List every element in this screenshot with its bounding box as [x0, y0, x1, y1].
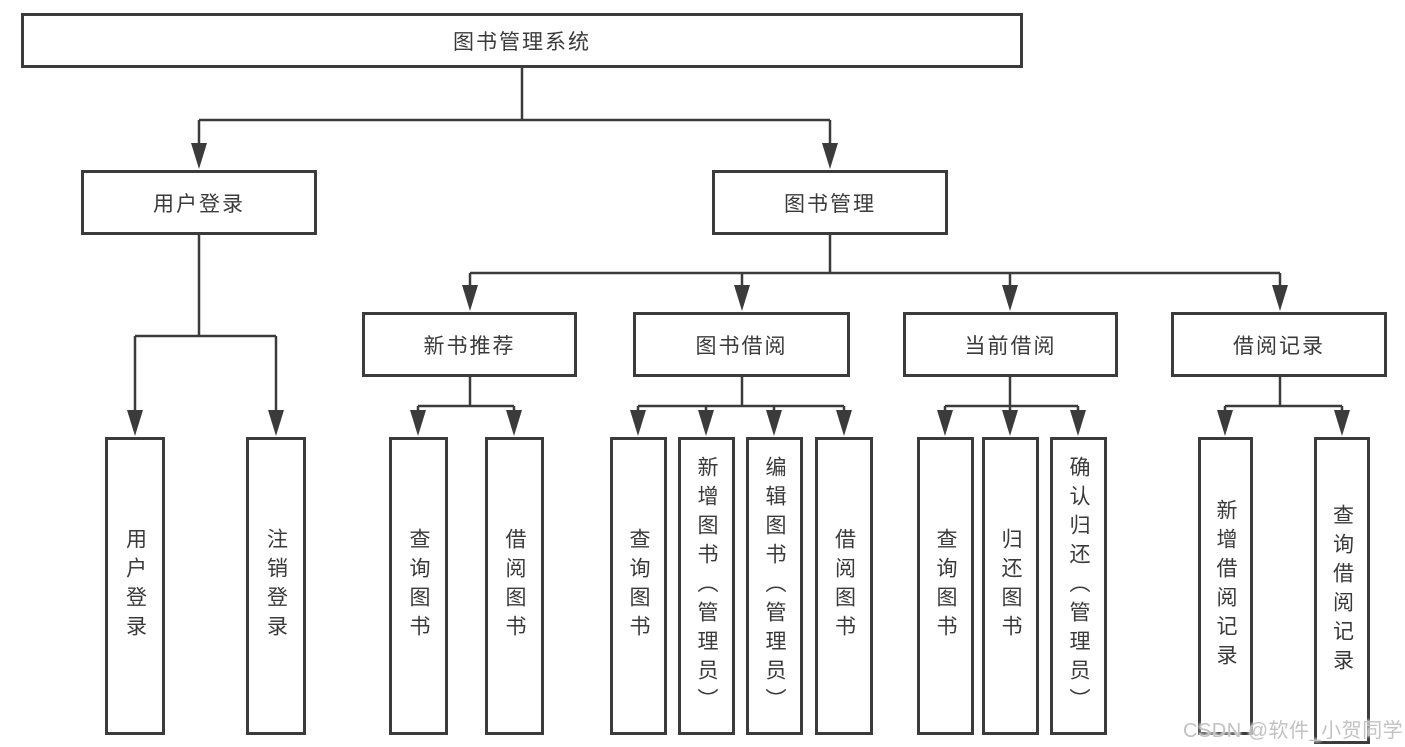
- node-borrowing-records-label: 借阅记录: [1233, 334, 1325, 358]
- leaf-logout-label: 注销登录: [264, 528, 288, 644]
- leaf-return-books: 归还图书: [982, 437, 1039, 735]
- leaf-user-login: 用户登录: [105, 437, 165, 735]
- node-user-login: 用户登录: [81, 170, 317, 235]
- node-user-login-label: 用户登录: [153, 192, 245, 216]
- leaf-user-login-label: 用户登录: [123, 528, 147, 644]
- node-borrowing-records: 借阅记录: [1171, 312, 1387, 377]
- leaf-borrow-books-borrowing-label: 借阅图书: [832, 528, 856, 644]
- node-new-book-recommend-label: 新书推荐: [423, 334, 516, 358]
- node-book-management-label: 图书管理: [784, 192, 876, 216]
- node-current-borrowing-label: 当前借阅: [964, 334, 1057, 358]
- node-book-management: 图书管理: [712, 170, 948, 235]
- leaf-query-books-current: 查询图书: [917, 437, 974, 735]
- node-root-label: 图书管理系统: [453, 30, 591, 54]
- leaf-add-book-admin: 新增图书（管理员）: [678, 437, 735, 735]
- leaf-borrow-books-recommend-label: 借阅图书: [503, 528, 526, 644]
- leaf-add-book-admin-label: 新增图书（管理员）: [695, 455, 718, 717]
- node-root: 图书管理系统: [21, 13, 1023, 68]
- leaf-return-books-label: 归还图书: [999, 528, 1022, 644]
- leaf-add-borrow-record-label: 新增借阅记录: [1214, 499, 1237, 673]
- leaf-edit-book-admin-label: 编辑图书（管理员）: [763, 455, 786, 717]
- node-current-borrowing: 当前借阅: [903, 312, 1118, 377]
- leaf-query-books-recommend: 查询图书: [389, 437, 448, 735]
- leaf-confirm-return-admin: 确认归还（管理员）: [1050, 437, 1107, 735]
- leaf-edit-book-admin: 编辑图书（管理员）: [746, 437, 803, 735]
- node-book-borrowing: 图书借阅: [633, 312, 850, 377]
- arrowheads: [127, 143, 1350, 436]
- leaf-query-borrow-record: 查询借阅记录: [1314, 437, 1370, 744]
- node-book-borrowing-label: 图书借阅: [695, 334, 788, 358]
- csdn-watermark: CSDN @软件_小贺同学: [1183, 720, 1404, 742]
- leaf-query-borrow-record-label: 查询借阅记录: [1330, 503, 1354, 678]
- leaf-query-books-borrowing-label: 查询图书: [627, 528, 650, 644]
- leaf-add-borrow-record: 新增借阅记录: [1198, 437, 1253, 735]
- leaf-borrow-books-borrowing: 借阅图书: [815, 437, 873, 735]
- leaf-query-books-recommend-label: 查询图书: [407, 528, 430, 644]
- leaf-confirm-return-admin-label: 确认归还（管理员）: [1067, 455, 1090, 717]
- node-new-book-recommend: 新书推荐: [362, 312, 577, 377]
- leaf-logout: 注销登录: [246, 437, 306, 735]
- leaf-query-books-borrowing: 查询图书: [610, 437, 667, 735]
- leaf-query-books-current-label: 查询图书: [934, 528, 957, 644]
- leaf-borrow-books-recommend: 借阅图书: [485, 437, 544, 735]
